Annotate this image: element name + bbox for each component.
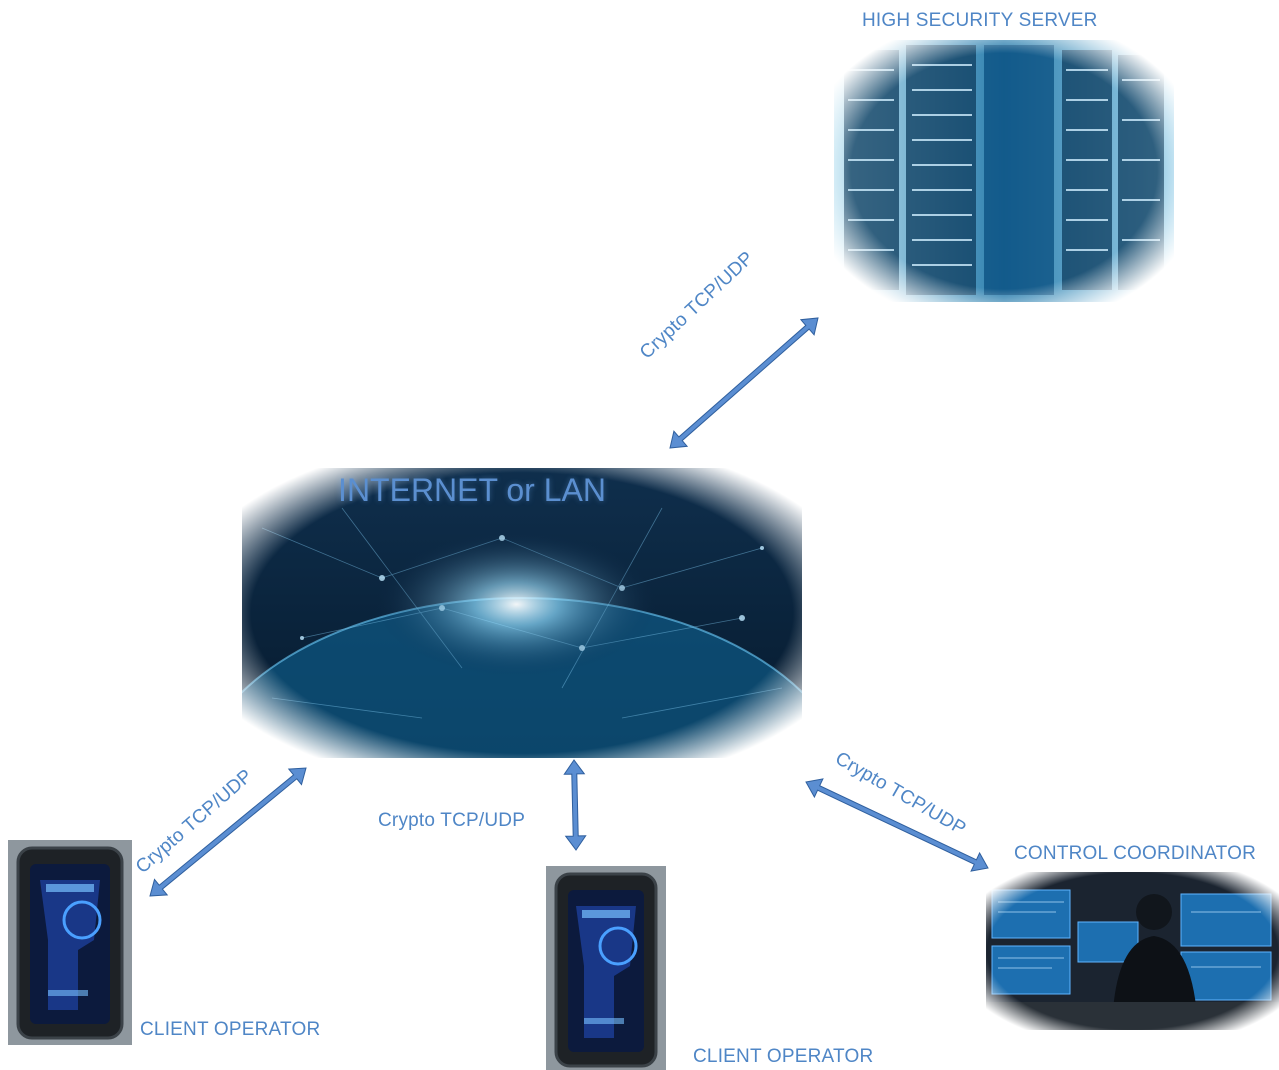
arrow-internet-client-middle	[563, 759, 587, 851]
arrow-server-internet	[669, 317, 819, 449]
server-rack-image	[834, 40, 1174, 302]
arrow-internet-coordinator	[805, 778, 989, 872]
client-left-label: CLIENT OPERATOR	[140, 1019, 321, 1040]
link-label-internet-client-middle: Crypto TCP/UDP	[378, 810, 526, 831]
client-device-image-middle	[546, 866, 666, 1070]
server-label: HIGH SECURITY SERVER	[862, 10, 1098, 31]
client-middle-label: CLIENT OPERATOR	[693, 1046, 874, 1067]
internet-label: INTERNET or LAN	[338, 472, 606, 508]
control-room-image	[986, 872, 1279, 1030]
client-device-image-left	[8, 840, 132, 1045]
arrow-internet-client-left	[149, 767, 307, 897]
coordinator-label: CONTROL COORDINATOR	[1014, 843, 1257, 864]
internet-globe-image: INTERNET or LAN	[242, 468, 802, 758]
